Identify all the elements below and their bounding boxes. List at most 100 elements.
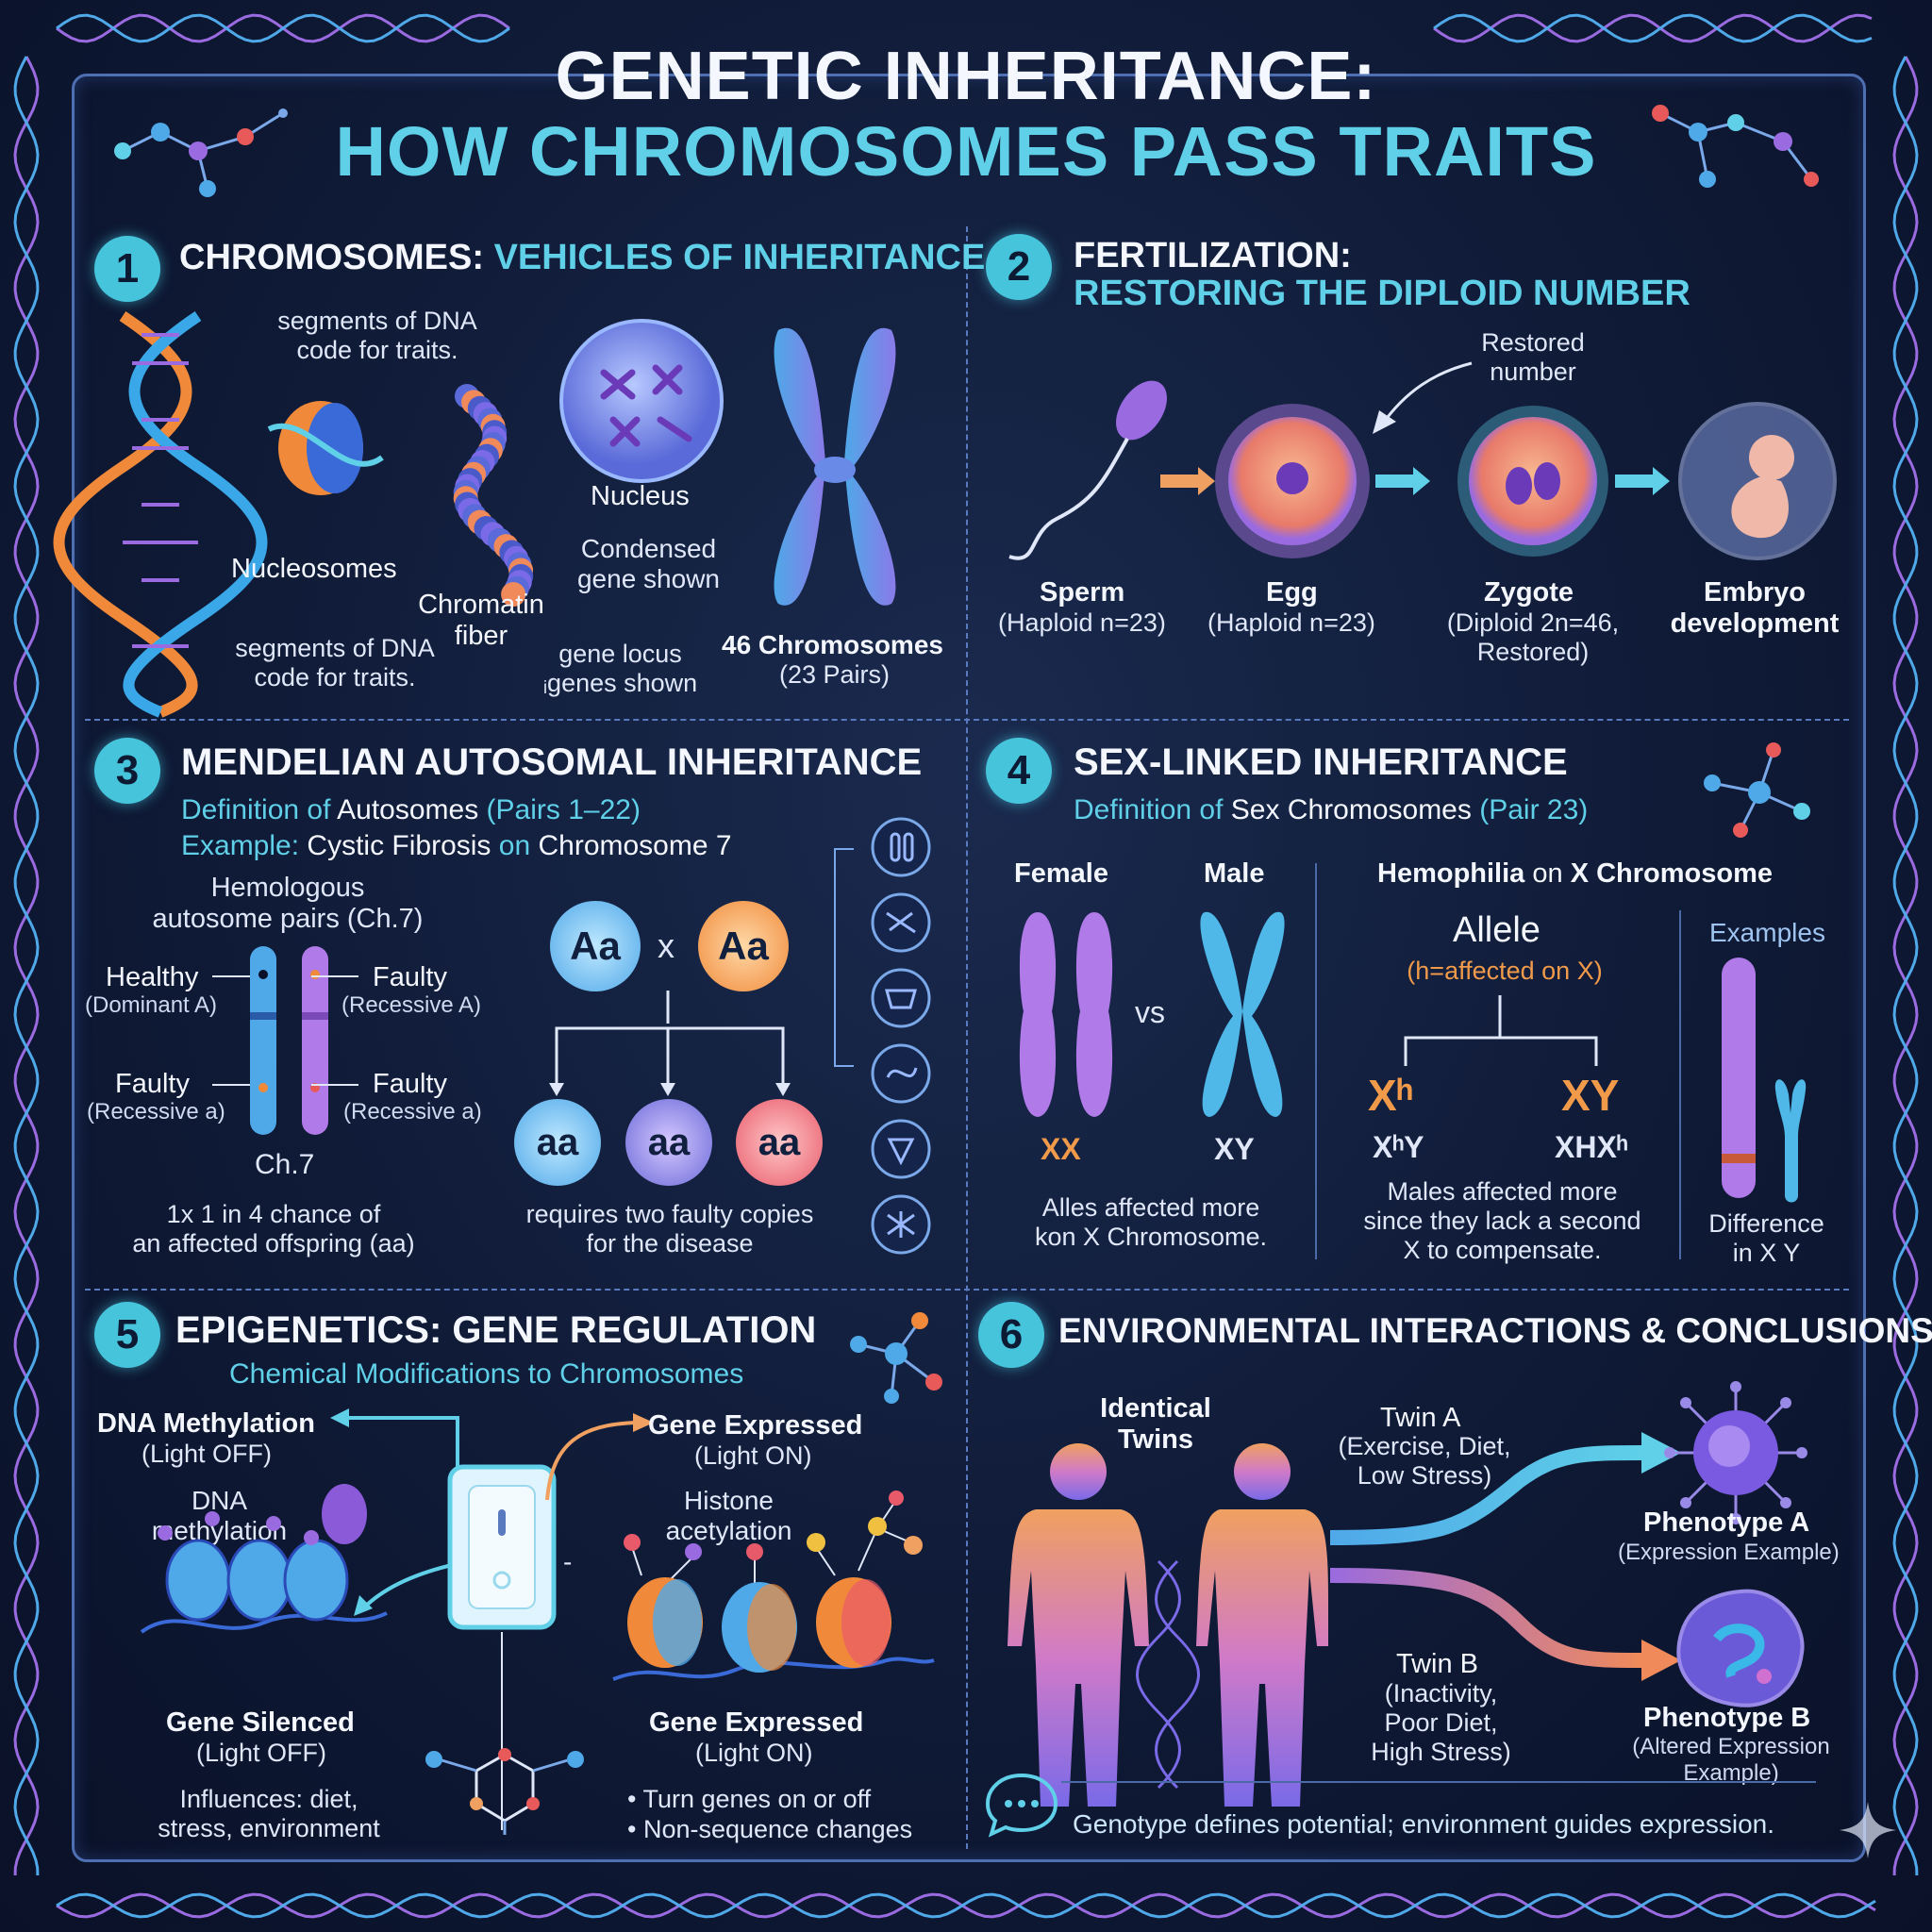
xy-chromosome-icon xyxy=(1200,911,1285,1117)
zygote-sub-label: (Diploid 2n=46, Restored) xyxy=(1446,608,1620,667)
def-prefix: Definition of xyxy=(1074,794,1224,825)
gene-locus-label: gene locus ᵢgenes shown xyxy=(542,640,698,698)
xy-difference-icon xyxy=(1722,958,1807,1203)
chromosome-pairs-label: (23 Pairs) xyxy=(779,660,891,689)
chromatin-fiber-icon xyxy=(453,384,534,607)
dna-segment-label-top: segments of DNA code for traits. xyxy=(277,307,477,365)
offspring-genotype-3: aa xyxy=(736,1099,823,1186)
egg-cell-icon xyxy=(1215,404,1370,558)
faulty-allele-label-3: Faulty xyxy=(373,1069,447,1099)
epigenetics-bullet-1: • Turn genes on or off xyxy=(627,1785,872,1813)
phenotype-b-sub: (Altered Expression Example) xyxy=(1632,1734,1830,1786)
divider-horizontal-2 xyxy=(85,1289,1849,1291)
phenotype-b-cell-icon xyxy=(1676,1589,1805,1707)
section-4-number: 4 xyxy=(986,738,1052,804)
section-5-subtitle: Chemical Modifications to Chromosomes xyxy=(229,1358,744,1390)
nucleus-icon xyxy=(559,319,724,483)
conclusion-line xyxy=(1061,1781,1816,1783)
gene-silenced-label: Gene Silenced xyxy=(166,1707,355,1738)
allele-label: Allele xyxy=(1453,910,1541,950)
condensed-gene-label: Condensed gene shown xyxy=(576,534,720,594)
arrow-icon xyxy=(1615,467,1670,495)
phenotype-b-label: Phenotype B xyxy=(1643,1703,1811,1733)
section-1-number: 1 xyxy=(94,236,160,302)
gene-expressed-top-sub: (Light ON) xyxy=(694,1441,812,1470)
molecule-icon xyxy=(1704,742,1810,838)
content-frame xyxy=(72,74,1866,1862)
male-label: Male xyxy=(1204,858,1265,889)
xx-label: XX xyxy=(1041,1132,1081,1166)
chromatin-fiber-label: Chromatin fiber xyxy=(418,590,544,652)
section-4-divider-1 xyxy=(1315,863,1317,1259)
section-5-number: 5 xyxy=(94,1302,160,1368)
twin-divergence-arrows xyxy=(1329,1432,1681,1681)
expressed-nucleosome-icon xyxy=(612,1491,935,1681)
influences-label: Influences: diet, stress, environment xyxy=(158,1785,380,1843)
arrow-icon xyxy=(1373,361,1473,434)
section-6-number: 6 xyxy=(978,1302,1044,1368)
molecule-icon xyxy=(114,108,288,197)
female-label: Female xyxy=(1014,858,1108,889)
def-prefix: Definition of xyxy=(181,794,331,825)
dna-methylation-label: DNA Methylation xyxy=(97,1408,315,1439)
sparkle-icon xyxy=(1840,1802,1896,1858)
example-chromosome: Chromosome 7 xyxy=(538,830,732,861)
xy-label: XY xyxy=(1214,1132,1255,1166)
section-3-number: 3 xyxy=(94,738,160,804)
faulty-allele-label-1: Faulty xyxy=(373,962,447,992)
dna-methylation-mark-label: DNA methylation xyxy=(151,1486,288,1546)
section-2-title: FERTILIZATION: xyxy=(1074,236,1352,275)
switch-dash: - xyxy=(563,1547,573,1576)
conclusion-text: Genotype defines potential; environment … xyxy=(1073,1809,1775,1839)
chromosome-icon xyxy=(774,327,896,606)
phenotype-a-cell-icon xyxy=(1664,1381,1807,1524)
section-2-subtitle: RESTORING THE DIPLOID NUMBER xyxy=(1074,274,1690,313)
offspring-genotype-1: aa xyxy=(514,1099,601,1186)
parent-1-genotype: Aa xyxy=(550,901,641,991)
alles-label: Alles affected more kon X Chromosome. xyxy=(1034,1193,1268,1252)
examples-label: Examples xyxy=(1709,918,1825,947)
chance-label: 1x 1 in 4 chance of an affected offsprin… xyxy=(132,1200,415,1258)
def-bold: Sex Chromosomes xyxy=(1230,794,1472,825)
zygote-icon xyxy=(1457,406,1608,557)
silenced-nucleosome-icon xyxy=(140,1484,388,1634)
expressed-arrow xyxy=(545,1413,654,1501)
identical-twins-label: Identical Twins xyxy=(1100,1393,1211,1456)
nucleus-label: Nucleus xyxy=(591,481,690,511)
embryo-label: Embryo development xyxy=(1670,577,1840,640)
def-suffix: (Pairs 1–22) xyxy=(486,794,641,825)
sperm-label: Sperm xyxy=(1040,577,1125,608)
section-4-definition: Definition of Sex Chromosomes (Pair 23) xyxy=(1074,794,1588,826)
allele-branch-lines xyxy=(1404,995,1598,1066)
hemophilia-on: on xyxy=(1532,858,1563,889)
xhy-genotype: XʰY xyxy=(1373,1130,1424,1164)
faulty-allele-sub-1: (Recessive A) xyxy=(341,992,482,1018)
section-6-title: ENVIRONMENTAL INTERACTIONS & CONCLUSIONS xyxy=(1058,1311,1932,1350)
males-affected-label: Males affected more since they lack a se… xyxy=(1363,1177,1641,1265)
trait-icons-column xyxy=(834,817,931,1255)
dna-segment-label-bottom: segments of DNA code for traits. xyxy=(235,634,435,692)
healthy-allele-label: Healthy xyxy=(106,962,199,992)
hemophilia-chromosome: X Chromosome xyxy=(1570,858,1774,889)
section-3-definition: Definition of Autosomes (Pairs 1–22) xyxy=(181,794,641,826)
section-4-divider-2 xyxy=(1679,910,1681,1259)
def-suffix: (Pair 23) xyxy=(1479,794,1589,825)
light-switch-icon[interactable] xyxy=(445,1462,558,1632)
section-1-title-accent: VEHICLES OF INHERITANCE xyxy=(493,238,986,277)
twin-b-sub: (Inactivity, Poor Diet, High Stress) xyxy=(1371,1679,1511,1767)
allele-sub-label: (h=affected on X) xyxy=(1407,957,1603,985)
punnett-arrows xyxy=(549,991,791,1096)
healthy-allele-sub: (Dominant A) xyxy=(85,992,218,1018)
ch7-label: Ch.7 xyxy=(255,1149,315,1180)
nucleosome-icon xyxy=(267,401,384,495)
difference-label: Difference in X Y xyxy=(1708,1209,1824,1268)
hemophilia-word: Hemophilia xyxy=(1377,858,1525,889)
histone-acetylation-label: Histone acetylation xyxy=(665,1486,792,1546)
homologous-pairs-label: Hemologous autosome pairs (Ch.7) xyxy=(152,873,424,935)
hemophilia-label: Hemophilia on X Chromosome xyxy=(1377,858,1773,890)
xy-genotype: XY xyxy=(1561,1071,1620,1120)
twin-a-label: Twin A xyxy=(1380,1403,1461,1433)
zygote-label: Zygote xyxy=(1484,577,1574,608)
section-5-title: EPIGENETICS: GENE REGULATION xyxy=(175,1309,817,1351)
example-disease: Cystic Fibrosis xyxy=(307,830,491,861)
